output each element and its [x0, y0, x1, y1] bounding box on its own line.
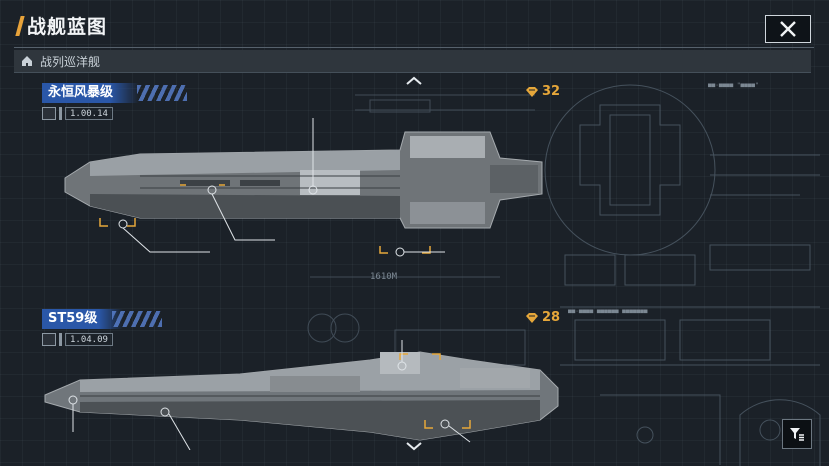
filter-icon — [790, 428, 804, 441]
filter-button[interactable] — [782, 419, 812, 449]
blueprint-schematic: ■■·■■■■ "■■■■" ■■·■■■■ ■■■■■■ ■■■■■■■ — [544, 82, 821, 466]
category-bar[interactable]: 战列巡洋舰 — [14, 50, 811, 73]
build-time: 1.04.09 — [42, 332, 113, 347]
page-title: 战舰蓝图 — [27, 16, 108, 38]
ship-cost-1: 32 — [525, 84, 560, 99]
build-time-icon — [42, 333, 56, 346]
blueprint-code-2: ■■·■■■■ ■■■■■■ ■■■■■■■ — [568, 308, 648, 315]
chevron-up-icon[interactable] — [405, 76, 423, 86]
title-divider — [14, 47, 814, 48]
cost-value: 32 — [542, 84, 561, 99]
time-separator — [59, 333, 62, 346]
ship-name: 永恒风暴级 — [42, 83, 140, 103]
ship-1-illustration[interactable] — [60, 110, 550, 260]
length-label: 1610M — [370, 272, 398, 282]
build-time-value: 1.04.09 — [65, 333, 113, 346]
title-accent — [15, 16, 25, 36]
category-label: 战列巡洋舰 — [40, 55, 101, 69]
cost-icon — [526, 312, 538, 323]
time-separator — [59, 107, 62, 120]
top-bar: 战舰蓝图 — [0, 0, 829, 46]
cost-icon — [526, 86, 538, 97]
chevron-down-icon[interactable] — [405, 441, 423, 451]
ship-2-illustration[interactable] — [40, 340, 560, 450]
close-button[interactable] — [765, 15, 811, 43]
cost-value: 28 — [542, 310, 561, 325]
close-icon — [780, 21, 796, 37]
name-stripes — [112, 311, 162, 327]
name-stripes — [137, 85, 187, 101]
build-time-icon — [42, 107, 56, 120]
build-time-value: 1.00.14 — [65, 107, 113, 120]
home-icon — [22, 56, 32, 66]
ship-name: ST59级 — [42, 309, 124, 329]
ship-cost-2: 28 — [525, 310, 560, 325]
build-time: 1.00.14 — [42, 106, 113, 121]
blueprint-code-1: ■■·■■■■ "■■■■" — [708, 82, 759, 89]
